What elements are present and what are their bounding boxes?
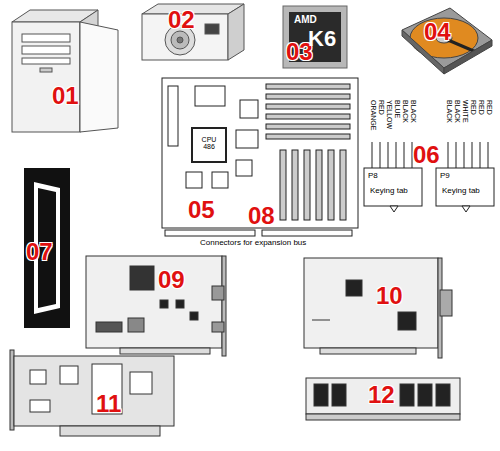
wire-color: RED [486,100,493,115]
power-supply [142,4,244,60]
callout-number: 12 [368,383,395,407]
expansion-card [10,350,174,436]
wire-color: BLACK [402,100,409,123]
connector-name: P9 [440,172,450,180]
callout-number: 10 [376,284,403,308]
motherboard [162,78,358,228]
chip-label: CPU 486 [195,136,223,150]
callout-number: 04 [424,20,451,44]
wire-color: RED [478,100,485,115]
wire-color: BLACK [446,100,453,123]
wire-color: YELLOW [386,100,393,129]
wire-color: ORANGE [370,100,377,130]
ram-module [306,378,460,420]
callout-number: 01 [52,84,79,108]
cpu-chip [283,6,347,68]
connector-name: P8 [368,172,378,180]
callout-number: 09 [158,268,185,292]
callout-number: 08 [248,204,275,228]
callout-number: 02 [168,8,195,32]
callout-number: 07 [26,240,53,264]
power-connectors [364,142,494,212]
expansion-card [86,256,226,356]
wire-color: WHITE [462,100,469,123]
cpu-model: K6 [308,28,336,50]
callout-number: 05 [188,198,215,222]
wire-color: RED [378,100,385,115]
expansion-card [304,258,452,358]
tower-case [12,10,118,132]
wire-color: BLACK [454,100,461,123]
callout-number: 06 [413,143,440,167]
keying-label: Keying tab [442,187,480,195]
cpu-brand: AMD [294,15,317,25]
keying-label: Keying tab [370,187,408,195]
wire-color: BLACK [410,100,417,123]
callout-number: 11 [96,392,121,416]
bus-label: Connectors for expansion bus [200,239,306,247]
hard-drive [402,8,492,74]
db25-connector [24,168,70,328]
wire-color: RED [470,100,477,115]
bus-connectors [165,230,352,236]
wire-color: BLUE [394,100,401,118]
